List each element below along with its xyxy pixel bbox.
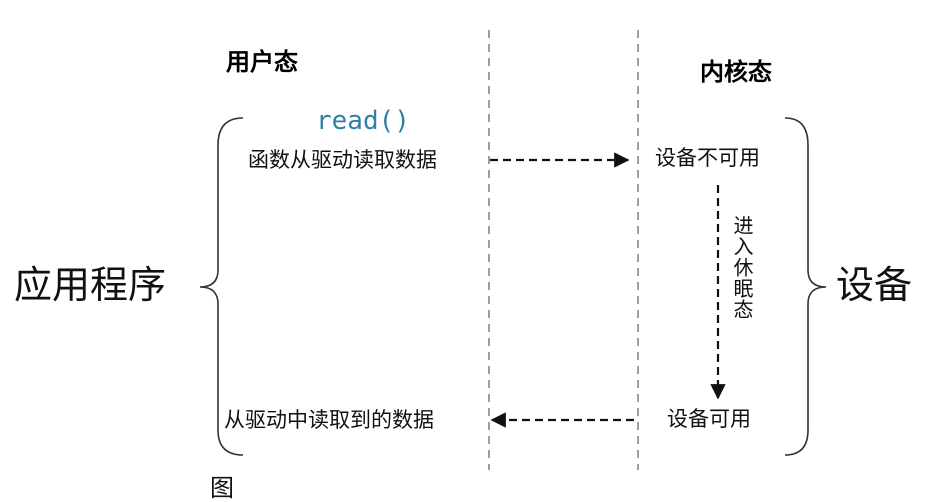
- request-text: 函数从驱动读取数据: [248, 148, 437, 172]
- application-label: 应用程序: [14, 263, 167, 307]
- user-mode-label: 用户态: [226, 48, 298, 76]
- device-brace: [784, 117, 827, 456]
- figure-caption: 图: [210, 474, 234, 502]
- result-text: 从驱动中读取到的数据: [224, 408, 434, 432]
- diagram-canvas: [199, 30, 827, 470]
- read-call-label: read(): [316, 106, 410, 136]
- app-brace: [199, 117, 244, 456]
- device-label: 设备: [836, 263, 913, 307]
- device-available-text: 设备可用: [667, 407, 751, 431]
- device-unavailable-text: 设备不可用: [655, 146, 760, 170]
- sleep-state-text: 进入休眠态: [730, 215, 754, 320]
- kernel-mode-label: 内核态: [700, 58, 772, 86]
